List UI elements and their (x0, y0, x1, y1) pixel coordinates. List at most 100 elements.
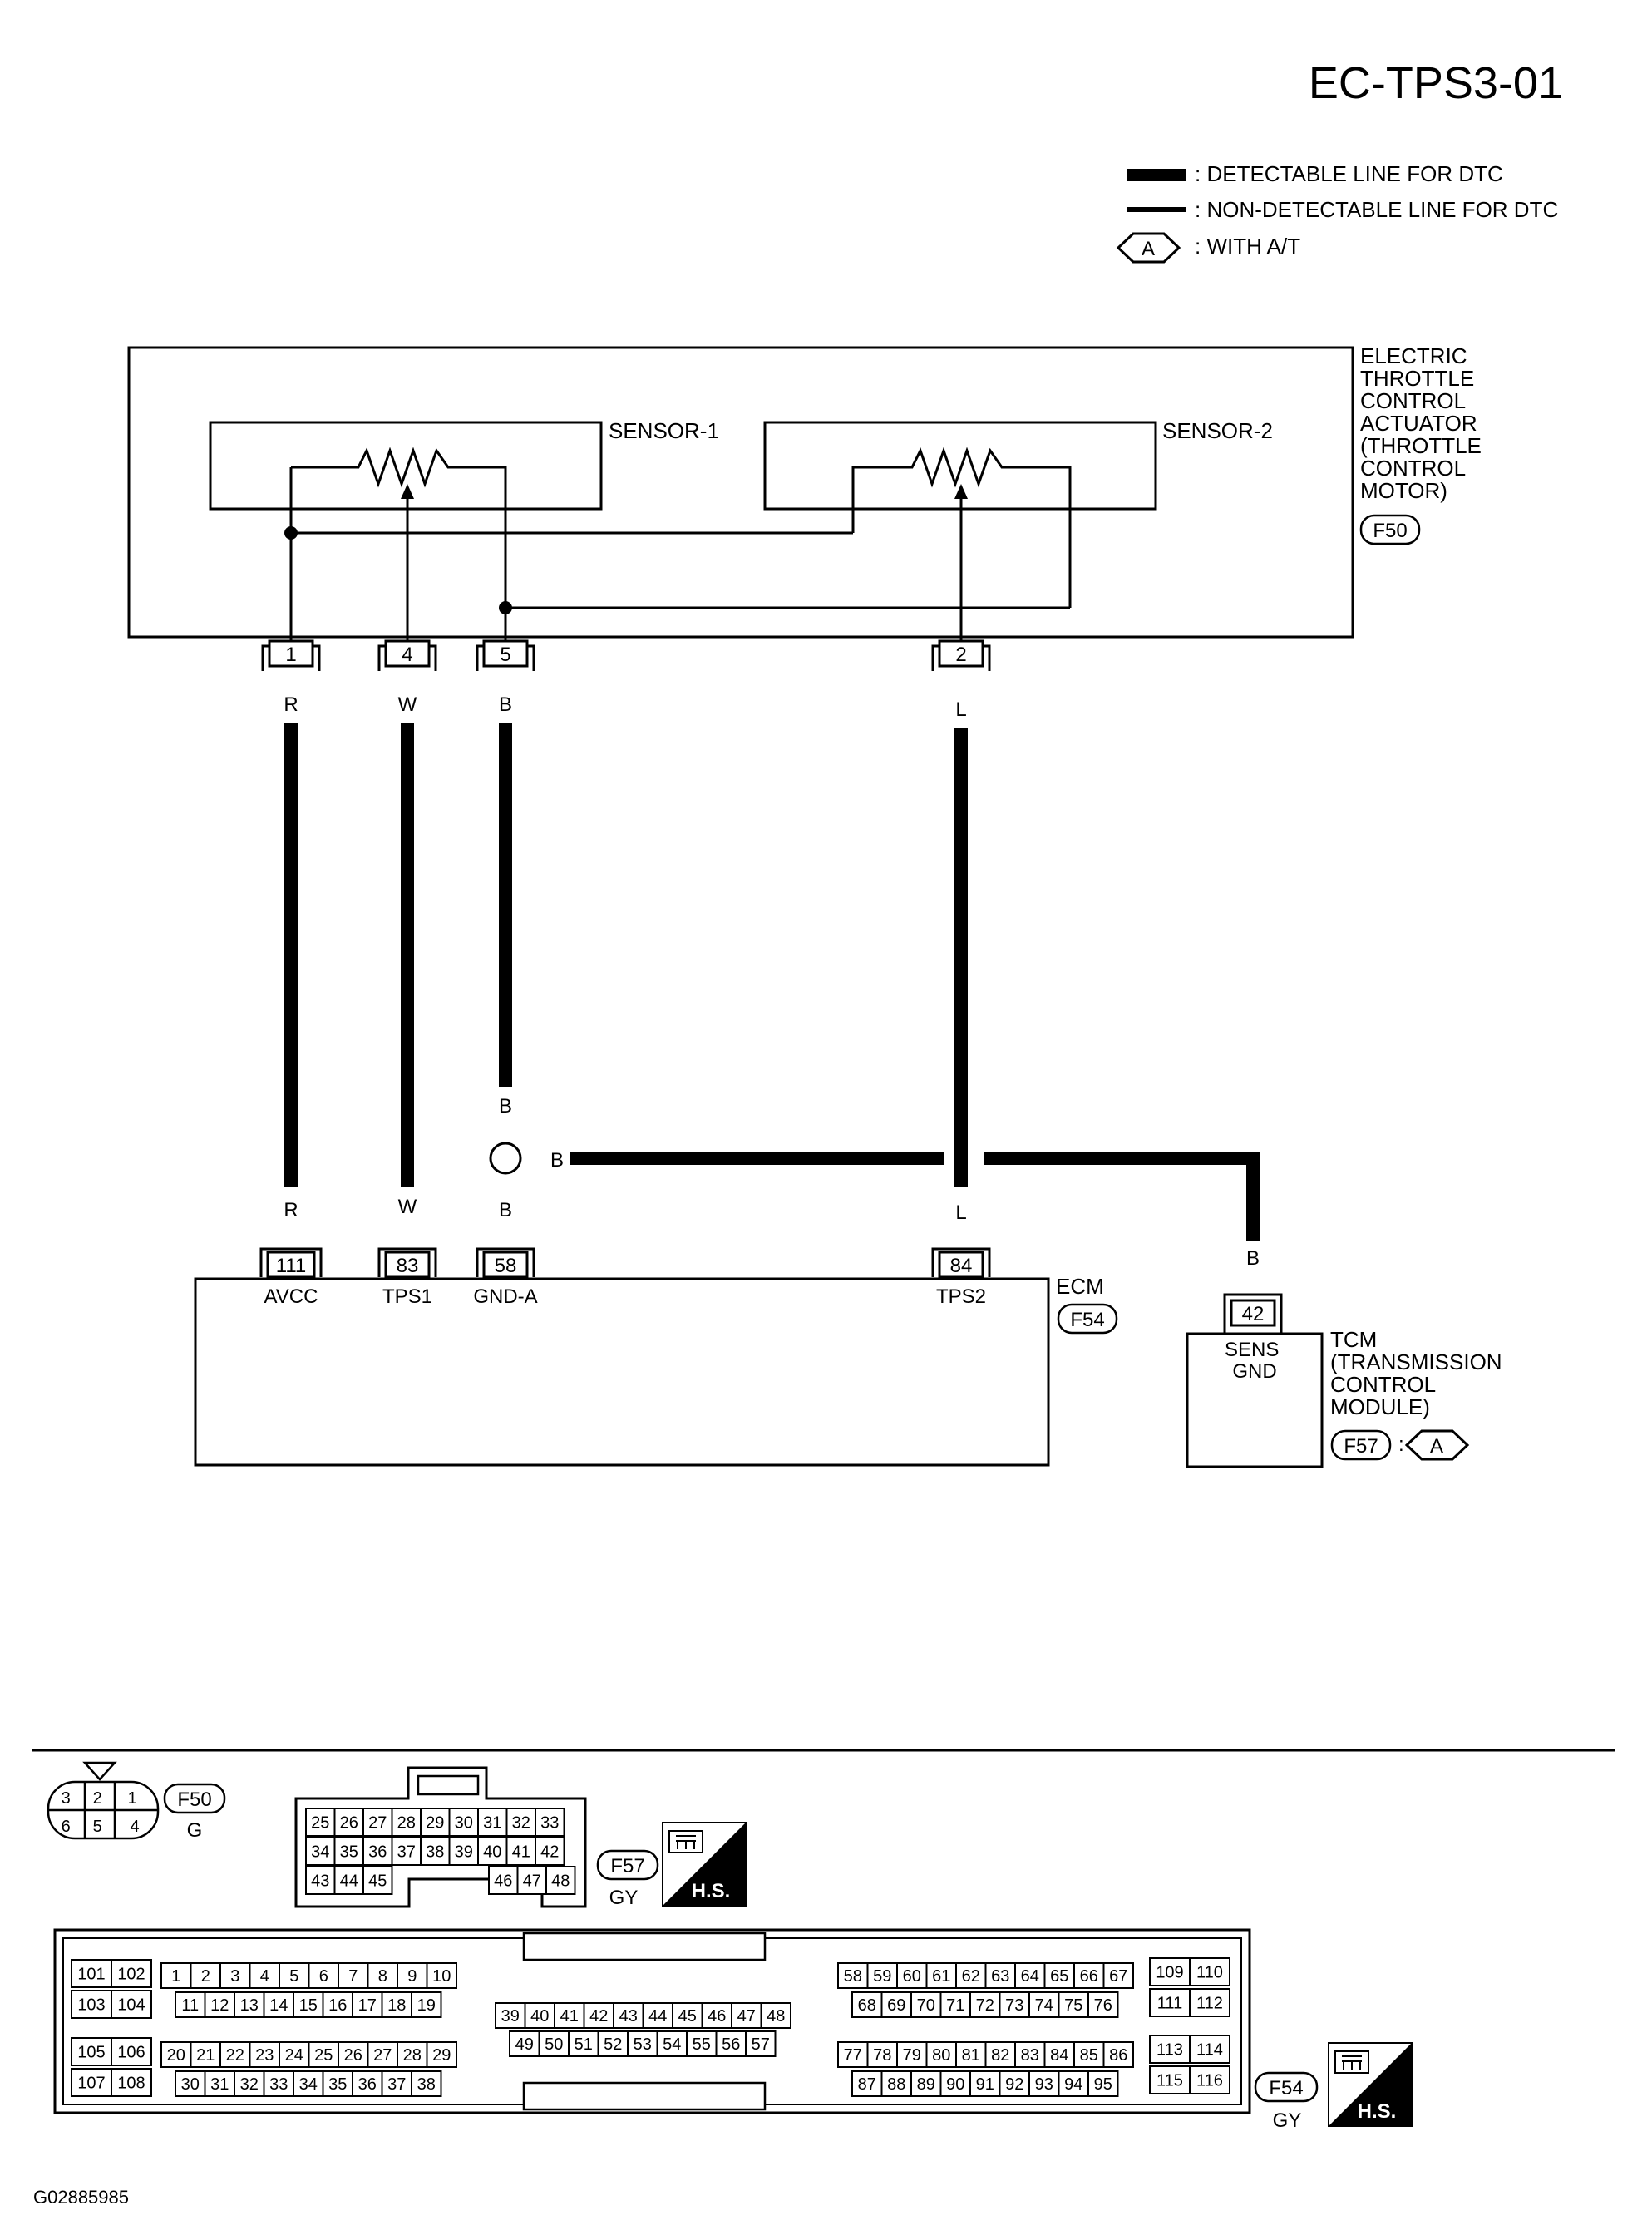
actuator-pin-1: 1 (261, 639, 321, 671)
pin-cell (477, 1808, 508, 1837)
pin-number: 109 (1156, 1964, 1183, 1982)
pin-number: 80 (932, 2046, 950, 2065)
pin-cell (538, 2030, 570, 2057)
pin-cell (391, 1837, 422, 1866)
pin-cell (1102, 2041, 1134, 2068)
pin-number: 36 (358, 2075, 377, 2094)
pin-number: 64 (1021, 1967, 1039, 1986)
svg-text:G: G (187, 1819, 203, 1842)
pin-number: 102 (117, 1966, 145, 1984)
pin-cell (1149, 1957, 1191, 1986)
pin-cell (234, 2070, 265, 2097)
wire-color-b-top: B (499, 693, 512, 716)
pin-number: 30 (181, 2075, 200, 2094)
ecm-pin-111: 111 (259, 1247, 323, 1279)
pin-number: 86 (1109, 2046, 1127, 2065)
pin-cell (381, 2070, 412, 2097)
pin-number: 75 (1064, 1996, 1082, 2015)
pin-number: 15 (299, 1996, 318, 2015)
actuator-pin-2: 2 (931, 639, 991, 671)
svg-text:H.S.: H.S. (692, 1880, 731, 1902)
pin-cell (969, 1991, 1001, 2018)
pin-cell (234, 1991, 265, 2018)
pin-cell (305, 1837, 336, 1866)
pin-cell (745, 2030, 777, 2057)
svg-text:5: 5 (500, 644, 510, 666)
pin-number: 48 (767, 2007, 785, 2025)
pin-cell (910, 2070, 942, 2097)
pin-cell (984, 2041, 1016, 2068)
figure-code: G02885985 (33, 2187, 129, 2208)
actuator-pin-5: 5 (476, 639, 535, 671)
pin-number: 51 (575, 2035, 593, 2054)
sensor-1-box (209, 421, 603, 511)
pin-cell (411, 1991, 442, 2018)
pin-cell (426, 2041, 457, 2068)
pin-cell (545, 1866, 576, 1895)
pin-cell (1189, 2035, 1230, 2064)
pin-number: 33 (540, 1814, 559, 1833)
pin-number: 45 (678, 2007, 697, 2025)
pin-number: 38 (417, 2075, 436, 2094)
pin-number: 92 (1005, 2075, 1023, 2094)
pin-number: 18 (387, 1996, 406, 2015)
pin-number: 55 (693, 2035, 711, 2054)
pin-number: 54 (663, 2035, 681, 2054)
pin-number: 83 (1021, 2046, 1039, 2065)
pin-number: 74 (1035, 1996, 1053, 2015)
pin-number: 32 (240, 2075, 259, 2094)
hs-icon: H.S. (662, 1822, 747, 1907)
pin-number: 58 (844, 1967, 862, 1986)
pin-cell (71, 2037, 112, 2066)
pin-number: 16 (328, 1996, 347, 2015)
pin-number: 14 (269, 1996, 288, 2015)
pin-cell (111, 1990, 152, 2019)
legend: : DETECTABLE LINE FOR DTC : NON-DETECTAB… (1116, 161, 1558, 264)
pin-number: 85 (1080, 2046, 1098, 2065)
pin-number: 56 (722, 2035, 740, 2054)
svg-text:F57: F57 (610, 1855, 644, 1877)
pin-cell (411, 2070, 442, 2097)
pin-number: 84 (1050, 2046, 1068, 2065)
pin-cell (71, 1990, 112, 2019)
pin-number: 1 (171, 1967, 180, 1986)
pin-number: 39 (501, 2007, 520, 2025)
pin-cell (263, 2070, 294, 2097)
pin-number: 53 (634, 2035, 652, 2054)
ecm-pin-58: 58 (476, 1247, 535, 1279)
pin-number: 89 (917, 2075, 935, 2094)
pin-number: 107 (77, 2075, 105, 2093)
tcm-terminal-label: SENS GND (1225, 1339, 1285, 1383)
svg-text:84: 84 (950, 1255, 973, 1277)
pin-cell (1189, 2065, 1230, 2094)
pin-cell (1058, 1991, 1089, 2018)
pin-number: 20 (167, 2046, 185, 2065)
throttle-actuator: ELECTRIC THROTTLE CONTROL ACTUATOR (THRO… (127, 343, 1482, 651)
svg-text::: : (1398, 1433, 1404, 1456)
wire-color-l-top: L (955, 698, 966, 721)
pin-number: 17 (358, 1996, 377, 2015)
wire-b-horizontal (984, 1152, 1260, 1165)
pin-cell (426, 1962, 457, 1989)
pin-number: 66 (1080, 1967, 1098, 1986)
sensor-1-resistor (291, 447, 507, 608)
pin-cell (111, 2068, 152, 2097)
svg-text:F50: F50 (177, 1789, 211, 1811)
pin-cell (381, 1991, 412, 2018)
pin-number: 42 (540, 1843, 559, 1862)
svg-text:3 2 1 6: 3 2 1 6 5 4 (62, 1789, 142, 1836)
pin-number: 50 (545, 2035, 563, 2054)
tcm-box (1186, 1332, 1324, 1468)
pin-number: 41 (560, 2007, 579, 2025)
pin-cell (999, 1991, 1030, 2018)
terminal-tps2: TPS2 (936, 1285, 986, 1308)
pin-number: 10 (432, 1967, 451, 1986)
pin-number: 34 (311, 1843, 329, 1862)
pin-number: 93 (1035, 2075, 1053, 2094)
pin-number: 42 (589, 2007, 608, 2025)
sensor-1-label: SENSOR-1 (609, 418, 719, 443)
pin-number: 35 (328, 2075, 347, 2094)
pin-cell (851, 1991, 883, 2018)
ecm-module: ECM F54 111 83 58 84 AVCC TPS1 GND-A TPS… (194, 1247, 1118, 1467)
pin-number: 43 (311, 1872, 329, 1891)
